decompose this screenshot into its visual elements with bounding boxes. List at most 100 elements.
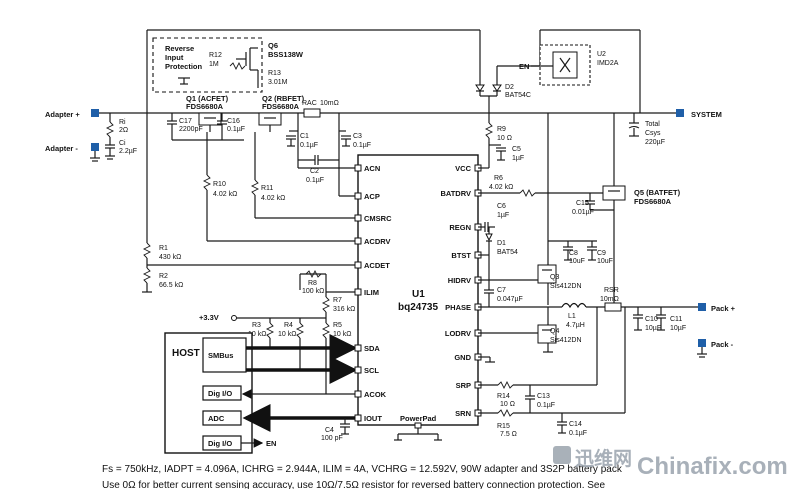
- c16-value: 0.1µF: [227, 126, 245, 133]
- r1-name: R1: [159, 245, 168, 252]
- r9-value: 10 Ω: [497, 135, 512, 142]
- rpp-title-2: Input: [165, 53, 184, 62]
- c2-capacitor: C2 0.1µF: [298, 155, 339, 184]
- u1-pin-vcc: VCC: [455, 164, 471, 173]
- u1-pin-regn: REGN: [449, 223, 471, 232]
- r12-value: 1M: [209, 61, 219, 68]
- q1-part: FDS6680A: [186, 102, 224, 111]
- r11-name: R11: [261, 185, 273, 192]
- d1-name: D1: [497, 240, 506, 247]
- u1-pin-marker: [354, 344, 362, 352]
- u1-pin-marker: [354, 390, 362, 398]
- footnote-line-2: Use 0Ω for better current sensing accura…: [102, 480, 605, 489]
- host-block: HOST SMBus Dig I/O ADC Dig I/O: [164, 332, 253, 454]
- ri-name: Ri: [119, 119, 126, 126]
- ci-value: 2.2µF: [119, 148, 137, 155]
- gnd-pin-ground: [478, 356, 495, 363]
- l1-name: L1: [568, 313, 576, 320]
- c3-capacitor: C3 0.1µF: [339, 130, 371, 149]
- r9-resistor: R9 10 Ω: [478, 113, 512, 169]
- u2-part: IMD2A: [597, 60, 619, 67]
- pack-minus-port: Pack -: [697, 339, 734, 358]
- c17-value: 2200pF: [179, 126, 203, 133]
- ci-name: Ci: [119, 140, 126, 147]
- c11-value: 10µF: [670, 325, 686, 332]
- r13-value: 3.01M: [268, 79, 288, 86]
- c8-c9-caps: C8 10uF C9 10uF: [548, 240, 613, 265]
- u1-pin-acp: ACP: [364, 192, 380, 201]
- u1-pin-marker: [354, 288, 362, 296]
- c5-value: 1µF: [512, 155, 524, 162]
- q6-part: BSS138W: [268, 50, 304, 59]
- u1-pin-marker: [354, 366, 362, 374]
- r6-name: R6: [494, 175, 503, 182]
- r1-r2-divider: R1 430 kΩ R2 66.5 kΩ: [142, 113, 358, 293]
- c7-value: 0.047µF: [497, 296, 523, 303]
- adapter-minus-port: Adapter -: [45, 143, 100, 162]
- r6-value: 4.02 kΩ: [489, 184, 513, 191]
- r10-value: 4.02 kΩ: [213, 191, 237, 198]
- c6-value: 1µF: [497, 212, 509, 219]
- c10-name: C10: [645, 316, 658, 323]
- c16-capacitor: C16 0.1µF: [217, 113, 245, 140]
- r6-resistor: R6 4.02 kΩ: [478, 175, 605, 198]
- srp-srn-network: R14 10 Ω R15 7.5 Ω C13 0.1µF C14 0.1µF: [478, 307, 626, 438]
- r11-value: 4.02 kΩ: [261, 195, 285, 202]
- powerpad: PowerPad: [394, 414, 442, 441]
- u1-pin-marker: [354, 414, 362, 422]
- q5-name: Q5 (BATFET): [634, 188, 681, 197]
- host-digio-1-box: [202, 385, 242, 401]
- csys-name: Total: [645, 121, 660, 128]
- u1-pin-marker: [354, 192, 362, 200]
- u1-pin-hidrv: HIDRV: [448, 276, 471, 285]
- c3-name: C3: [353, 133, 362, 140]
- host-adc: ADC: [208, 414, 225, 423]
- u1-pin-ilim: ILIM: [364, 288, 379, 297]
- top-rail-wire: [95, 29, 678, 114]
- c2-name: C2: [310, 168, 319, 175]
- pack-plus-label: Pack +: [711, 304, 736, 313]
- r3-value: 10 kΩ: [248, 331, 266, 338]
- rsr-value: 10mΩ: [600, 296, 619, 303]
- u1-pin-srn: SRN: [455, 409, 471, 418]
- q5-batfet: Q5 (BATFET) FDS6680A: [602, 113, 681, 305]
- ri-value: 2Ω: [119, 127, 128, 134]
- r5-name: R5: [333, 322, 342, 329]
- c15-value: 0.01µF: [572, 209, 594, 216]
- q1-name: Q1 (ACFET): [186, 94, 229, 103]
- c3-value: 0.1µF: [353, 142, 371, 149]
- r10-resistor: R10 4.02 kΩ: [202, 132, 358, 242]
- r2-value: 66.5 kΩ: [159, 282, 183, 289]
- r13-name: R13: [268, 70, 281, 77]
- rsr-resistor: RSR 10mΩ: [600, 287, 698, 312]
- csys-value: 220µF: [645, 139, 665, 146]
- reverse-input-protection-box: Reverse Input Protection R12 1M R13 3.01…: [152, 37, 304, 93]
- ri-resistor: Ri 2Ω: [105, 113, 128, 145]
- rpp-title-3: Protection: [165, 62, 203, 71]
- r14-value: 10 Ω: [500, 401, 515, 408]
- u1-pin-batdrv: BATDRV: [440, 189, 471, 198]
- d2-diode: D2 BAT54C: [475, 84, 531, 113]
- u1-pin-srp: SRP: [456, 381, 471, 390]
- u1-pin-scl: SCL: [364, 366, 379, 375]
- u1-pin-sda: SDA: [364, 344, 380, 353]
- watermark-cn: 迅维网: [575, 447, 632, 470]
- u1-pin-lodrv: LODRV: [445, 329, 471, 338]
- c7-capacitor: C7 0.047µF: [484, 255, 523, 307]
- r8-value: 100 kΩ: [302, 288, 324, 295]
- q4-name: Q4: [550, 328, 559, 335]
- regn-network: C6 1µF D1 BAT54: [478, 203, 518, 256]
- q6-name: Q6: [268, 41, 278, 50]
- ci-capacitor: Ci 2.2µF: [105, 140, 137, 160]
- u1-chip: U1 bq24735 ACNACPCMSRCACDRVACDETILIMSDAS…: [354, 154, 482, 426]
- adapter-plus-label: Adapter +: [45, 110, 80, 119]
- c5-capacitor: C5 1µF: [489, 144, 524, 162]
- r3-name: R3: [252, 322, 261, 329]
- q3-part: Sis412DN: [550, 283, 582, 290]
- footnote-line-1: Fs = 750kHz, IADPT = 4.096A, ICHRG = 2.9…: [102, 464, 623, 475]
- c5-name: C5: [512, 146, 521, 153]
- c1-value: 0.1µF: [300, 142, 318, 149]
- adapter-plus-port: Adapter +: [45, 109, 99, 119]
- c11-name: C11: [670, 316, 682, 323]
- c4-capacitor: C4 100 pF: [321, 418, 350, 442]
